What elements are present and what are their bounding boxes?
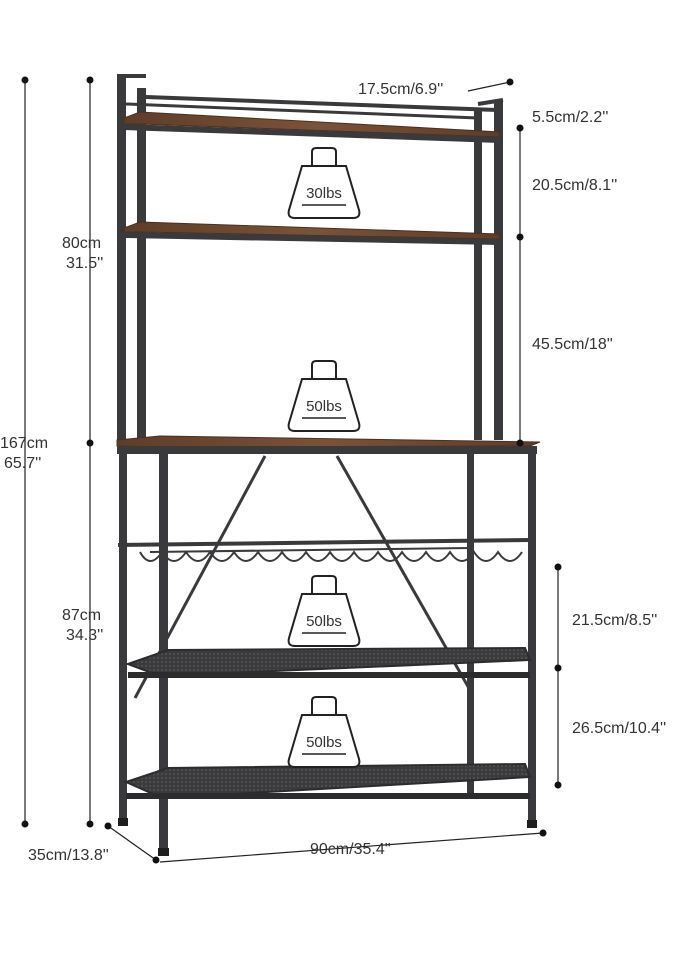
top-shelf-weight-label: 30lbs xyxy=(306,185,342,202)
wine-rack xyxy=(117,538,531,562)
mesh-shelf-weight-label: 50lbs xyxy=(306,613,342,630)
hutch-height-in-label: 31.5'' xyxy=(66,255,103,272)
dimension-labels: 17.5cm/6.9'' 5.5cm/2.2'' 20.5cm/8.1'' 45… xyxy=(0,81,666,864)
base-height-cm-label: 87cm xyxy=(62,607,101,624)
mesh-shelf xyxy=(125,646,532,678)
depth-top-label: 17.5cm/6.9'' xyxy=(358,81,443,98)
rack xyxy=(116,74,541,856)
total-height-cm-label: 167cm xyxy=(0,435,48,452)
weight-icons: 30lbs 50lbs 50lbs 50lbs xyxy=(287,147,361,768)
depth-bottom-label: 35cm/13.8'' xyxy=(28,847,109,864)
mesh-shelf-weight-icon: 50lbs xyxy=(287,575,361,647)
bottom-shelf xyxy=(123,762,532,800)
base-height-in-label: 34.3'' xyxy=(66,627,103,644)
hutch-frame xyxy=(117,74,504,440)
dimension-lines xyxy=(21,76,562,864)
total-height-in-label: 65.7'' xyxy=(4,455,41,472)
lower-gap-2-label: 26.5cm/10.4'' xyxy=(572,720,666,737)
bottom-shelf-weight-label: 50lbs xyxy=(306,734,342,751)
upper-gap-label: 20.5cm/8.1'' xyxy=(532,177,617,194)
hutch-height-cm-label: 80cm xyxy=(62,235,101,252)
top-shelf-weight-icon: 30lbs xyxy=(287,147,361,219)
width-label: 90cm/35.4'' xyxy=(310,841,391,858)
second-shelf xyxy=(123,221,501,245)
bottom-shelf-weight-icon: 50lbs xyxy=(287,696,361,768)
worktop-weight-icon: 50lbs xyxy=(287,360,361,432)
hutch-gap-label: 45.5cm/18'' xyxy=(532,336,613,353)
top-gap-label: 5.5cm/2.2'' xyxy=(532,109,608,126)
lower-gap-1-label: 21.5cm/8.5'' xyxy=(572,612,657,629)
worktop-weight-label: 50lbs xyxy=(306,398,342,415)
top-shelf xyxy=(123,111,501,143)
